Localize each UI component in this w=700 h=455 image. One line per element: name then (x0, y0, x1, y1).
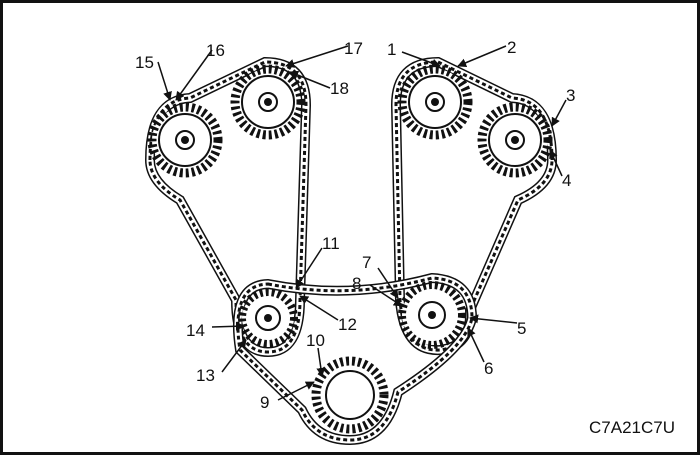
callout-lines (157, 45, 567, 401)
left-idler-sprocket (238, 288, 298, 348)
callout-12: 12 (338, 315, 357, 334)
callout-4: 4 (562, 171, 571, 190)
callout-11: 11 (322, 234, 340, 253)
left-exhaust-cam-sprocket (230, 64, 306, 140)
callout-6: 6 (484, 359, 493, 378)
primary-chain (232, 272, 478, 446)
diagram-canvas: 1 2 3 4 5 6 7 8 9 10 11 12 13 14 15 16 1… (135, 38, 575, 446)
callout-13: 13 (196, 366, 215, 385)
callout-7: 7 (362, 253, 371, 272)
callout-3: 3 (566, 86, 575, 105)
callout-16: 16 (206, 41, 225, 60)
right-intake-cam-sprocket (397, 64, 473, 140)
crankshaft-sprocket (311, 356, 389, 434)
callout-8: 8 (352, 274, 361, 293)
callout-15: 15 (135, 53, 154, 72)
right-exhaust-cam-sprocket (477, 102, 553, 178)
callout-9: 9 (260, 393, 269, 412)
callout-17: 17 (344, 39, 363, 58)
callout-2: 2 (507, 38, 516, 57)
figure-code: C7A21C7U (589, 418, 675, 437)
right-idler-sprocket (398, 281, 466, 349)
callout-18: 18 (330, 79, 349, 98)
callout-14: 14 (186, 321, 205, 340)
left-intake-cam-sprocket (147, 102, 223, 178)
callout-1: 1 (387, 40, 396, 59)
callout-5: 5 (517, 319, 526, 338)
callout-10: 10 (306, 331, 325, 350)
